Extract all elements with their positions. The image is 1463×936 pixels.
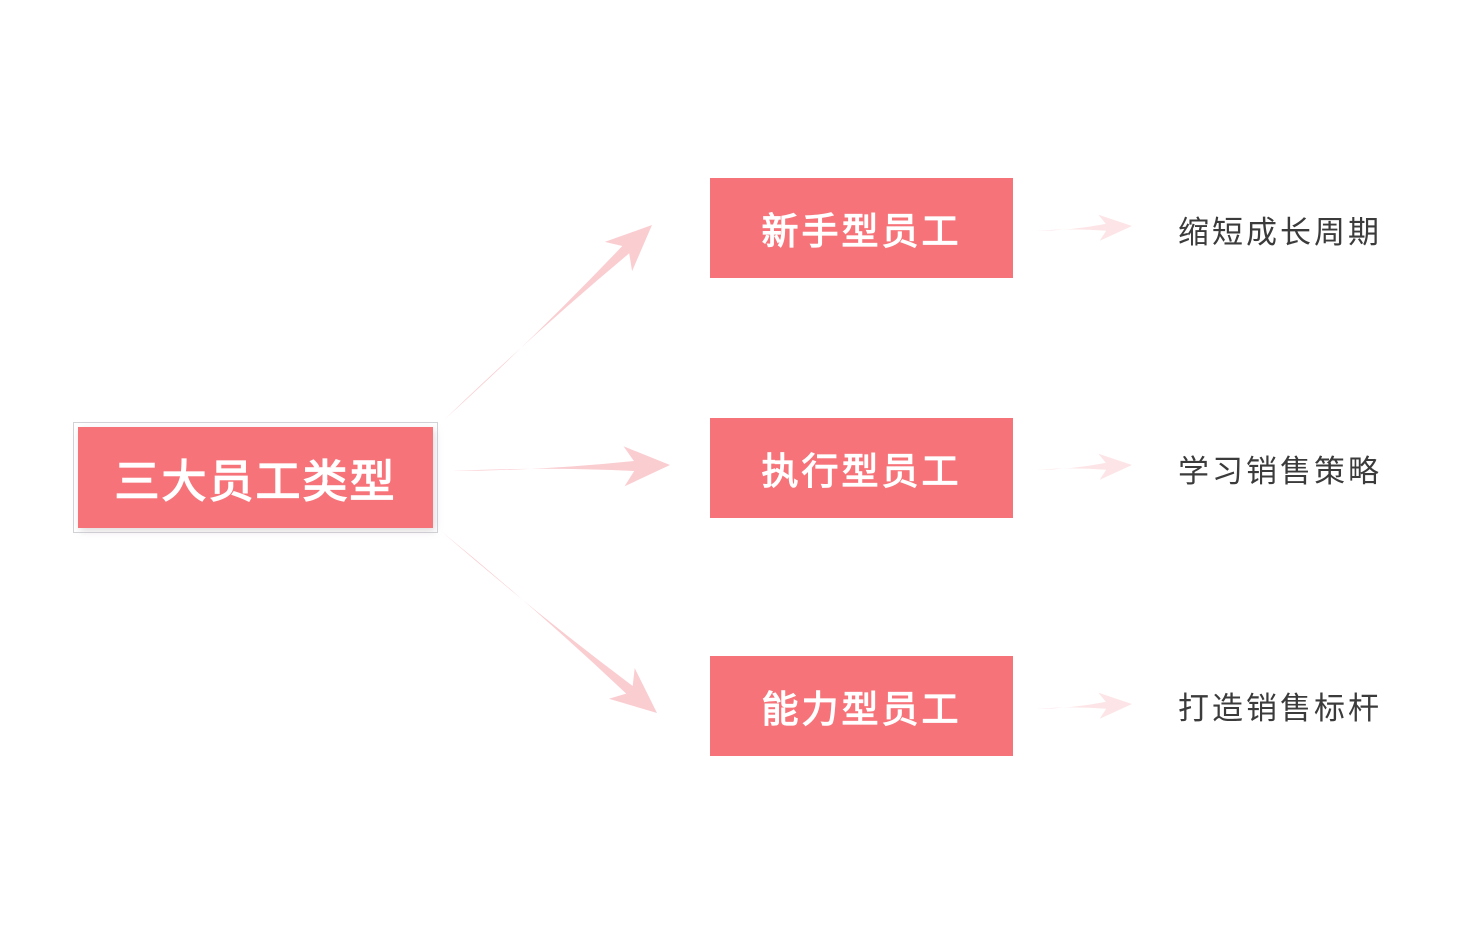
outcome-text-capable[interactable]: 打造销售标杆 — [1178, 655, 1448, 755]
outcome-text-novice[interactable]: 缩短成长周期 — [1178, 179, 1448, 279]
root-node-label: 三大员工类型 — [114, 456, 397, 507]
root-node[interactable]: 三大员工类型 — [73, 422, 438, 533]
branch-node-capable[interactable]: 能力型员工 — [710, 656, 1013, 756]
connector-arrow — [1036, 692, 1132, 719]
outcome-label: 学习销售策略 — [1178, 453, 1382, 489]
connector-arrow — [1036, 453, 1132, 480]
connector-arrow — [441, 531, 657, 713]
connector-arrow — [1036, 214, 1132, 241]
outcome-label: 打造销售标杆 — [1178, 690, 1382, 726]
branch-node-label: 执行型员工 — [761, 451, 962, 492]
branch-node-label: 新手型员工 — [761, 211, 962, 252]
connector-arrow — [444, 225, 652, 420]
connector-arrow — [452, 446, 670, 487]
branch-node-executor[interactable]: 执行型员工 — [710, 418, 1013, 518]
branch-node-novice[interactable]: 新手型员工 — [710, 178, 1013, 278]
branch-node-label: 能力型员工 — [761, 689, 962, 730]
outcome-text-executor[interactable]: 学习销售策略 — [1178, 418, 1448, 518]
outcome-label: 缩短成长周期 — [1178, 214, 1382, 250]
